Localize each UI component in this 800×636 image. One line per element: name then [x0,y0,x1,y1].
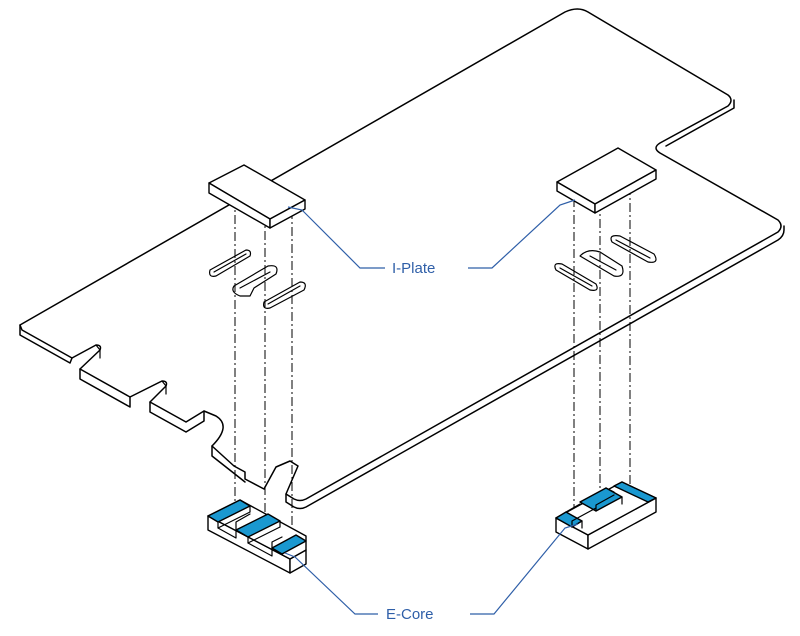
e-core-left [207,499,307,574]
slot-left-2 [232,265,278,297]
slot-left-1 [209,249,252,277]
board-notch-edge-2 [161,380,167,395]
i-plate-label: I-Plate [392,260,435,277]
board-edge-tab3 [211,445,246,483]
slot-left-3 [263,281,306,309]
board-edge-top-right [665,99,735,147]
i-plate-left [208,164,306,229]
leader-ecore-left [284,552,378,615]
board-edge-tab1 [79,368,131,408]
e-core-label: E-Core [386,606,434,623]
leader-ecore-right [470,523,579,615]
alignment-lines [234,186,631,532]
e-core-right-leg-3 [613,481,657,503]
slot-right-3 [610,235,657,263]
board-edge-right [285,225,785,510]
e-core-right [555,481,657,550]
leader-iplate-right [468,199,576,269]
slots-left [209,249,306,309]
e-core-left-leg-3 [271,534,307,555]
leaders [284,199,579,615]
board-notch-edge-1 [95,344,101,359]
board-top-outline [19,8,782,502]
leader-iplate-left [287,206,385,269]
slot-right-1 [554,263,598,291]
slots-right [554,235,657,291]
circuit-board [19,8,785,510]
i-plate-right [556,147,657,214]
board-edge-tab2 [149,401,205,433]
slot-right-2 [579,250,624,277]
board-edge-front [19,324,73,364]
